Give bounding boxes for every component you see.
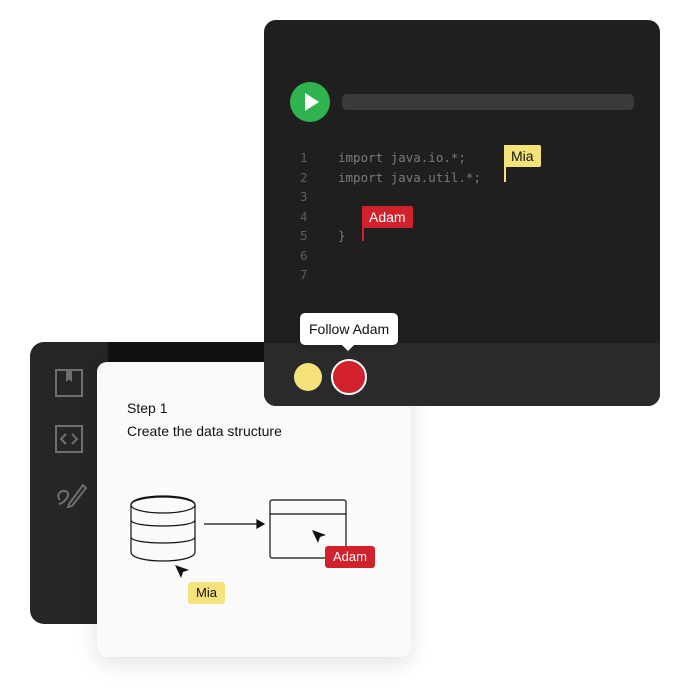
- adam-pointer-icon: [312, 530, 326, 543]
- mia-cursor-label: Mia: [504, 145, 541, 167]
- code-icon[interactable]: [54, 424, 84, 454]
- step-title: Step 1: [127, 400, 168, 416]
- collaborators-bar: [264, 343, 660, 406]
- data-structure-diagram: [130, 495, 347, 578]
- lesson-card: Step 1 Create the data structure Mia Ada…: [97, 362, 411, 657]
- database-icon: [130, 495, 196, 562]
- step-description: Create the data structure: [127, 423, 282, 439]
- code-line: 4: [300, 208, 308, 224]
- run-button[interactable]: [290, 82, 330, 122]
- arrow-icon: [204, 518, 266, 530]
- tooltip-arrow: [342, 345, 354, 351]
- code-line: 7: [300, 267, 308, 282]
- file-title-bar: [342, 94, 634, 110]
- adam-cursor-label: Adam: [362, 206, 413, 228]
- code-line: 5}: [300, 228, 346, 243]
- mia-cursor-tag: Mia: [188, 582, 225, 604]
- window-icon: [269, 499, 347, 559]
- adam-avatar[interactable]: [331, 359, 367, 395]
- code-line: 6: [300, 247, 308, 263]
- pen-icon[interactable]: [54, 478, 88, 509]
- play-icon: [305, 93, 319, 111]
- code-line: 3: [300, 189, 308, 204]
- mia-avatar[interactable]: [294, 363, 322, 391]
- adam-cursor-tag: Adam: [325, 546, 375, 568]
- follow-tooltip: Follow Adam: [300, 313, 399, 345]
- bookmark-icon[interactable]: [54, 368, 84, 398]
- mia-pointer-icon: [175, 565, 189, 578]
